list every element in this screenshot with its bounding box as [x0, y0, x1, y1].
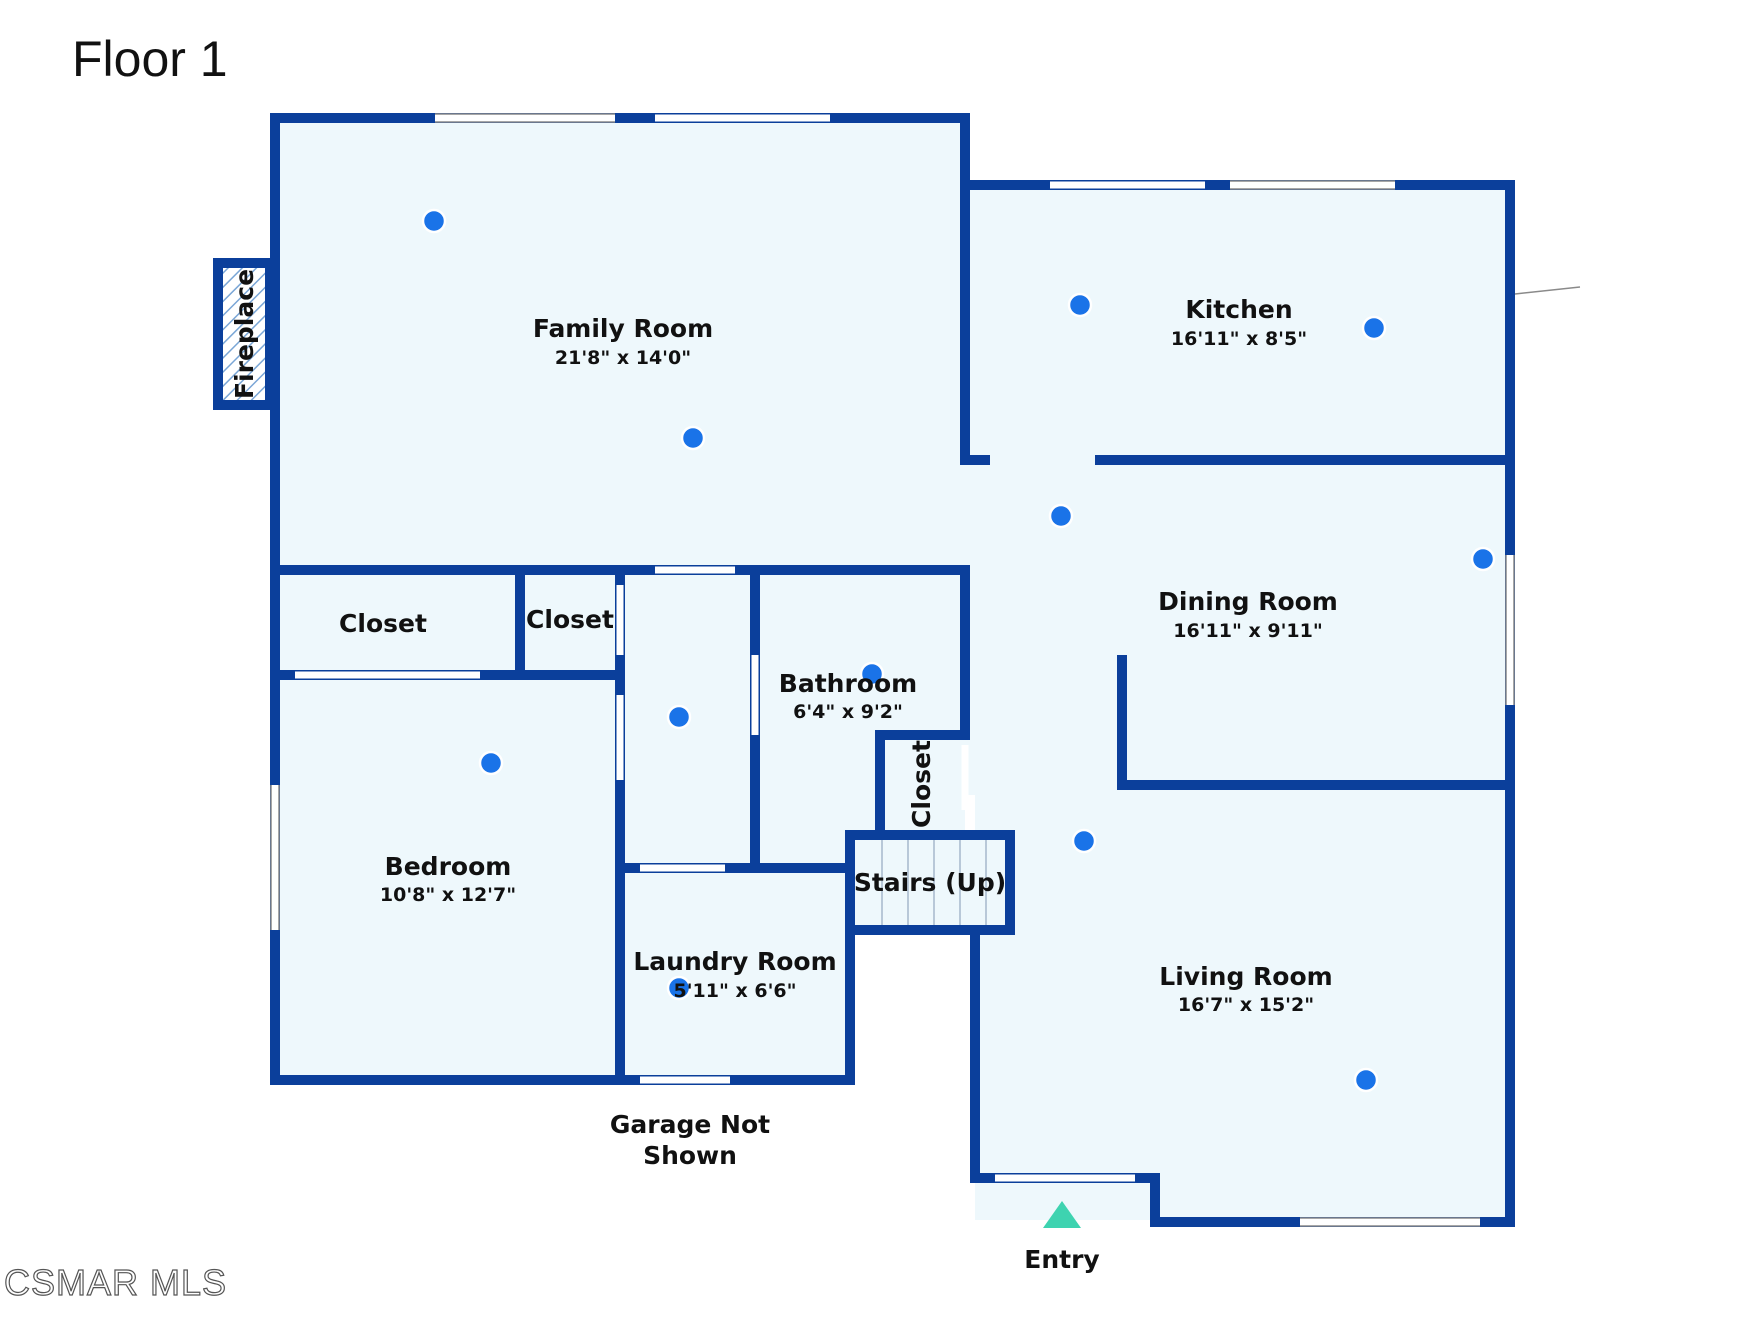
closet-mid-floor	[525, 570, 620, 675]
bedroom-floor	[275, 675, 620, 1080]
family-room-dims: 21'8" x 14'0"	[555, 347, 691, 369]
laundry-room-dims: 5'11" x 6'6"	[673, 980, 796, 1002]
camera-dot[interactable]	[478, 750, 504, 776]
kitchen-floor	[970, 185, 1510, 460]
closet-vertical-floor	[880, 735, 965, 835]
camera-dot[interactable]	[666, 975, 692, 1001]
dining-room-dims: 16'11" x 9'11"	[1173, 620, 1322, 642]
family-room-name: Family Room	[533, 314, 713, 343]
window-openings	[271, 114, 1514, 1226]
bathroom-dims: 6'4" x 9'2"	[793, 701, 903, 723]
bathroom-name: Bathroom	[779, 669, 917, 698]
closet-vertical-label: Closet	[907, 740, 936, 828]
stairs-label: Stairs (Up)	[854, 868, 1006, 897]
hall-floor	[965, 560, 1125, 795]
camera-dot[interactable]	[1470, 546, 1496, 572]
camera-dot[interactable]	[666, 704, 692, 730]
camera-dot[interactable]	[1067, 292, 1093, 318]
laundry-room-name: Laundry Room	[633, 947, 836, 976]
floor-title: Floor 1	[72, 31, 228, 87]
garage-label-line2: Shown	[643, 1141, 737, 1170]
window-sills	[270, 113, 1581, 1227]
family-room-floor	[275, 118, 965, 568]
camera-dot[interactable]	[680, 425, 706, 451]
living-room-dims: 16'7" x 15'2"	[1178, 994, 1314, 1016]
camera-dot[interactable]	[1071, 828, 1097, 854]
closet-mid-label: Closet	[526, 605, 614, 634]
garage-label-line1: Garage Not	[610, 1110, 770, 1139]
room-fills	[275, 118, 1510, 1220]
stairs-shape	[855, 838, 1010, 928]
kitchen-name: Kitchen	[1185, 295, 1292, 324]
camera-dot[interactable]	[1361, 315, 1387, 341]
closet-left-floor	[275, 570, 520, 675]
dining-room-name: Dining Room	[1158, 587, 1338, 616]
entry-label: Entry	[1024, 1245, 1099, 1274]
bedroom-name: Bedroom	[385, 852, 512, 881]
fireplace-label: Fireplace	[230, 269, 259, 399]
kitchen-dims: 16'11" x 8'5"	[1171, 328, 1307, 350]
laundry-room-floor	[625, 870, 850, 1080]
entry-marker-icon	[1043, 1201, 1081, 1228]
camera-dot[interactable]	[1048, 503, 1074, 529]
camera-dot[interactable]	[859, 661, 885, 687]
living-room-name: Living Room	[1159, 962, 1332, 991]
camera-dots	[421, 208, 1496, 1093]
camera-dot[interactable]	[1353, 1067, 1379, 1093]
camera-dot[interactable]	[421, 208, 447, 234]
closet-left-label: Closet	[339, 609, 427, 638]
bedroom-dims: 10'8" x 12'7"	[380, 884, 516, 906]
living-room-floor	[975, 785, 1510, 1220]
watermark: CSMAR MLS	[3, 1261, 228, 1303]
